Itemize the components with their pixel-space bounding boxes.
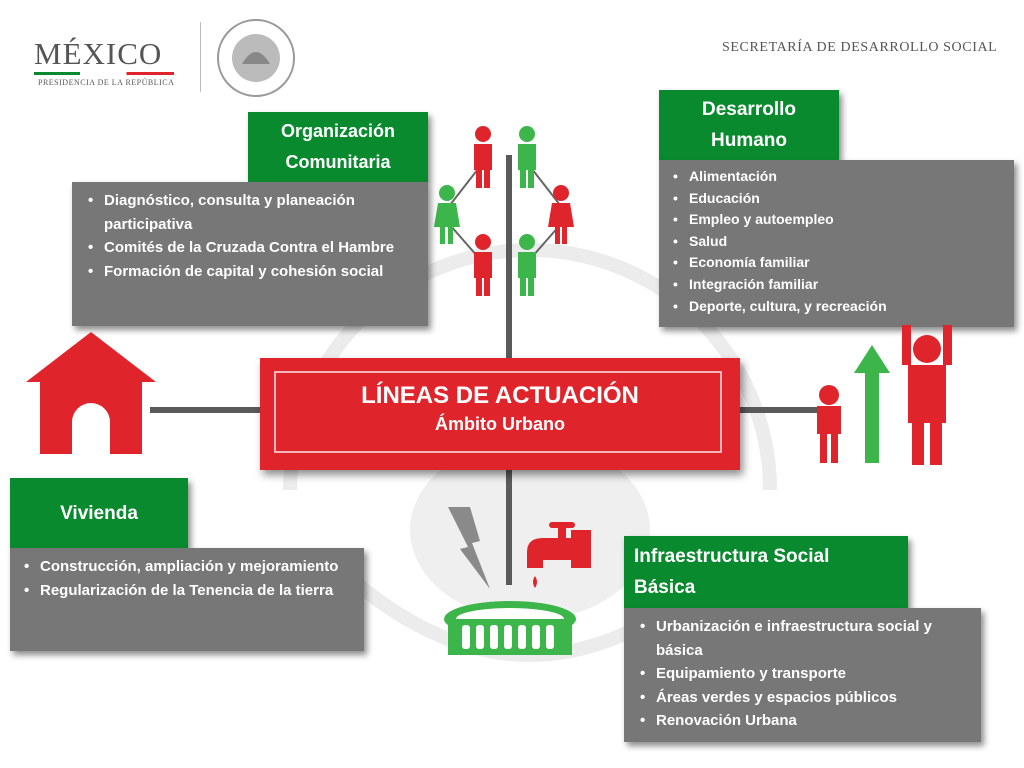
- growth-arrow-icon: [817, 325, 952, 465]
- center-subtitle: Ámbito Urbano: [435, 414, 565, 434]
- list-item: Formación de capital y cohesión social: [86, 260, 416, 284]
- ministry-name: SECRETARÍA DE DESARROLLO SOCIAL: [722, 40, 998, 55]
- list-item: Empleo y autoempleo: [671, 209, 1004, 231]
- desarrollo-title-line2: Humano: [711, 130, 787, 151]
- desarrollo-list: Alimentación Educación Empleo y autoempl…: [659, 160, 1014, 327]
- list-item: Urbanización e infraestructura social y …: [638, 615, 971, 662]
- center-box: LÍNEAS DE ACTUACIÓN Ámbito Urbano: [260, 358, 740, 470]
- list-item: Educación: [671, 188, 1004, 210]
- center-title: LÍNEAS DE ACTUACIÓN: [361, 382, 639, 409]
- header-divider: [200, 22, 201, 92]
- house-icon: [26, 332, 156, 454]
- connector-right: [735, 407, 820, 413]
- list-item: Equipamiento y transporte: [638, 662, 971, 686]
- people-network-icon: [434, 126, 574, 296]
- organizacion-title: Organización Comunitaria: [248, 112, 428, 182]
- logo-flag-stripe: [34, 72, 174, 75]
- list-item: Construcción, ampliación y mejoramiento: [22, 555, 352, 579]
- infraestructura-title-line2: Básica: [634, 577, 696, 598]
- list-item: Áreas verdes y espacios públicos: [638, 686, 971, 710]
- organizacion-list: Diagnóstico, consulta y planeación parti…: [72, 182, 428, 326]
- center-box-inner-border: [274, 371, 722, 453]
- connector-left: [150, 407, 265, 413]
- list-item: Economía familiar: [671, 252, 1004, 274]
- vivienda-list: Construcción, ampliación y mejoramiento …: [10, 548, 364, 651]
- list-item: Renovación Urbana: [638, 709, 971, 733]
- faucet-icon: [527, 522, 591, 588]
- mexico-seal-icon: [217, 19, 295, 97]
- manhole-grate-icon: [444, 601, 576, 655]
- vivienda-title: Vivienda: [10, 478, 188, 548]
- desarrollo-title-line1: Desarrollo: [702, 99, 796, 120]
- desarrollo-title: Desarrollo Humano: [659, 90, 839, 160]
- list-item: Diagnóstico, consulta y planeación parti…: [86, 189, 416, 236]
- list-item: Alimentación: [671, 166, 1004, 188]
- organizacion-title-line1: Organización: [280, 121, 396, 141]
- infraestructura-list: Urbanización e infraestructura social y …: [624, 608, 981, 742]
- list-item: Regularización de la Tenencia de la tier…: [22, 579, 352, 603]
- infraestructura-title-line1: Infraestructura Social: [634, 546, 830, 567]
- list-item: Salud: [671, 231, 1004, 253]
- organizacion-title-line2: Comunitaria: [285, 152, 391, 172]
- list-item: Comités de la Cruzada Contra el Hambre: [86, 236, 416, 260]
- lightning-icon: [448, 507, 490, 589]
- mexico-logo-title: MÉXICO: [34, 36, 163, 71]
- mexico-logo-subtitle: PRESIDENCIA DE LA REPÚBLICA: [38, 78, 175, 87]
- infraestructura-title: Infraestructura Social Básica: [624, 536, 908, 608]
- list-item: Integración familiar: [671, 274, 1004, 296]
- list-item: Deporte, cultura, y recreación: [671, 296, 1004, 318]
